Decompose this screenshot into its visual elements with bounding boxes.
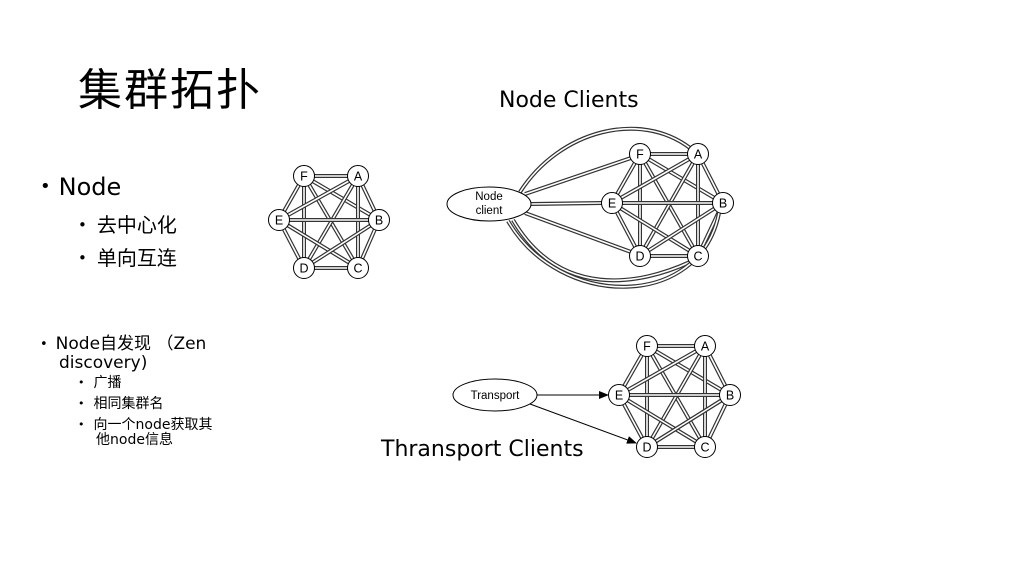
bullet-get-other-nodes: • 向一个node获取其 他node信息: [78, 417, 212, 448]
client-link-F: [524, 156, 632, 196]
client-link-A: [518, 126, 692, 194]
transport-arrow-to-D: [529, 403, 637, 444]
tc-node-B: B: [719, 384, 741, 406]
bullet-dot: •: [78, 376, 85, 389]
tc-edge-F-B: [645, 344, 732, 397]
bullet-decentralized-label: 去中心化: [96, 213, 177, 237]
nc-edge-B-D: [638, 201, 725, 258]
tc-node-label: F: [643, 340, 651, 354]
nc-edge-F-B: [638, 152, 725, 205]
mesh-node-F: F: [293, 165, 315, 187]
slide-title: 集群拓扑: [78, 65, 262, 116]
client-link-C: [511, 218, 691, 283]
nc-node-F: F: [629, 143, 651, 165]
mesh-node-D: D: [293, 257, 315, 279]
mesh-edge-B-D: [302, 218, 381, 270]
tc-node-label: B: [726, 389, 734, 403]
mesh-node-A: A: [347, 165, 369, 187]
tc-node-A: A: [694, 335, 716, 357]
nc-node-label: A: [694, 148, 703, 162]
mesh-node-label: F: [300, 170, 308, 184]
mesh-edge-E-C: [277, 218, 360, 270]
bullet-same-cluster-name: • 相同集群名: [78, 396, 164, 412]
node-clients-heading: Node Clients: [499, 88, 639, 113]
mesh-node-label: D: [299, 262, 308, 276]
tc-node-F: F: [636, 335, 658, 357]
transport-clients-diagram: Transport F A E B D C: [452, 335, 741, 458]
bullet-broadcast-label: 广播: [93, 375, 122, 391]
node-client-label-line1: Node: [475, 191, 503, 203]
client-link-B: [506, 212, 721, 289]
tc-edges: [617, 344, 732, 449]
node-client-label-line2: client: [476, 205, 504, 217]
nc-node-C: C: [687, 245, 709, 267]
transport-client-label: Transport: [471, 390, 521, 402]
bullet-node-label: Node: [58, 173, 122, 201]
nc-edges: [610, 152, 725, 258]
mesh-node-label: B: [375, 214, 383, 228]
mesh-edge-A-E: [278, 174, 359, 222]
mesh-edges: [277, 174, 381, 270]
bullet-same-cluster-name-label: 相同集群名: [93, 396, 164, 412]
tc-edge-B-D: [645, 393, 732, 449]
transport-clients-heading: Thransport Clients: [381, 437, 584, 462]
mesh-node-E: E: [268, 209, 290, 231]
bullet-broadcast: • 广播: [78, 375, 122, 391]
node-client-ellipse: Node client: [446, 186, 532, 222]
mesh-node-label: C: [353, 262, 362, 276]
tc-node-label: E: [615, 389, 623, 403]
nc-node-B: B: [712, 192, 734, 214]
tc-node-D: D: [636, 436, 658, 458]
nc-node-label: F: [636, 148, 644, 162]
nc-node-E: E: [601, 192, 623, 214]
bullet-dot: •: [78, 418, 85, 431]
client-link-D: [524, 211, 632, 254]
transport-client-ellipse: Transport: [452, 378, 538, 412]
bullet-dot: •: [40, 337, 48, 352]
mesh-diagram: F A E B D C: [268, 165, 390, 279]
bullet-dot: •: [78, 397, 85, 410]
mesh-node-label: E: [275, 214, 283, 228]
node-client-links: [506, 126, 721, 289]
nc-node-label: E: [608, 197, 616, 211]
bullet-zen-discovery: • Node自发现 （Zen discovery): [40, 335, 206, 372]
nc-edge-A-E: [611, 152, 699, 205]
node-clients-diagram: F A E B D C Node client: [446, 126, 734, 289]
bullet-decentralized: • 去中心化: [78, 209, 177, 238]
nc-edge-E-C: [610, 201, 700, 258]
bullet-node: • Node: [40, 173, 121, 201]
mesh-node-B: B: [368, 209, 390, 231]
tc-node-C: C: [694, 436, 716, 458]
client-link-E: [530, 201, 603, 206]
bullet-zen-discovery-line2: discovery): [59, 353, 148, 373]
nc-node-label: B: [719, 197, 727, 211]
bullet-one-way-interconnect: • 单向互连: [78, 242, 177, 271]
bullet-one-way-interconnect-label: 单向互连: [96, 246, 177, 270]
tc-node-label: C: [700, 441, 709, 455]
tc-node-E: E: [608, 384, 630, 406]
nc-node-D: D: [629, 245, 651, 267]
nc-node-label: C: [693, 250, 702, 264]
tc-node-label: A: [701, 340, 710, 354]
mesh-node-C: C: [347, 257, 369, 279]
bullet-dot: •: [40, 176, 51, 197]
bullet-zen-discovery-line1: Node自发现 （Zen: [55, 334, 207, 354]
nc-node-A: A: [687, 143, 709, 165]
bullet-get-other-nodes-line1: 向一个node获取其: [93, 417, 213, 433]
tc-edge-A-E: [618, 344, 706, 397]
bullet-dot: •: [78, 216, 87, 234]
mesh-edge-F-B: [302, 174, 381, 222]
nc-node-label: D: [635, 250, 644, 264]
tc-edge-E-C: [617, 393, 707, 449]
bullet-dot: •: [78, 249, 87, 267]
tc-node-label: D: [642, 441, 651, 455]
bullet-get-other-nodes-line2: 他node信息: [96, 432, 173, 448]
mesh-node-label: A: [354, 170, 363, 184]
